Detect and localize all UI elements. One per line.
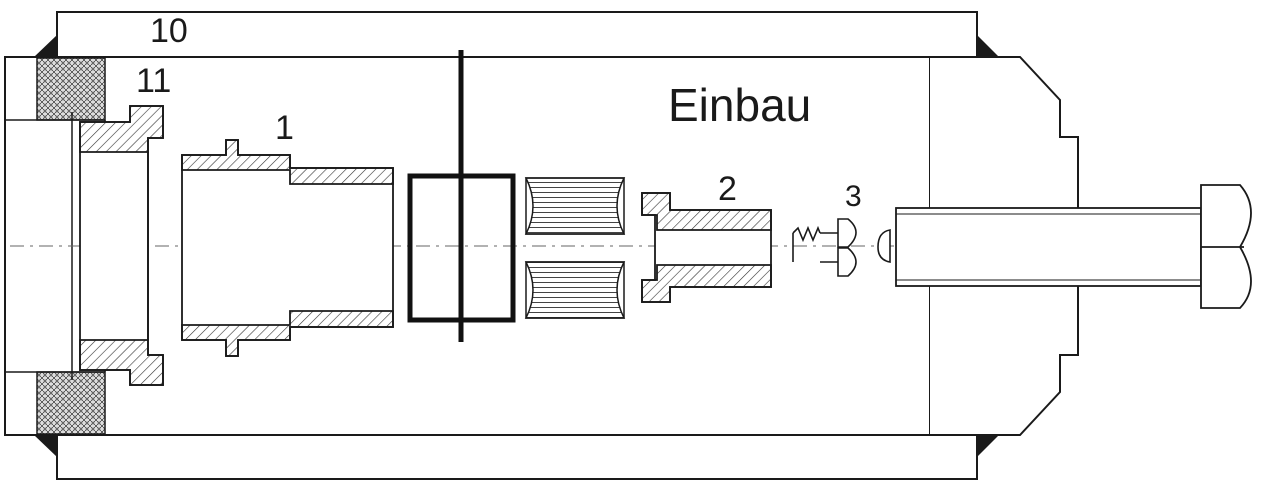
label-2: 2: [718, 170, 737, 208]
label-10: 10: [150, 12, 188, 50]
screw: [895, 184, 1252, 309]
labels: 10 11 1 2 3 Einbau: [136, 12, 862, 213]
part-3-plunger: [792, 218, 891, 277]
weld-marks: [34, 35, 999, 457]
part-11-sleeve: [79, 105, 164, 386]
ring-pieces: [524, 177, 626, 319]
label-1: 1: [275, 109, 294, 147]
seal-rings: [36, 57, 106, 435]
label-3: 3: [845, 180, 862, 213]
label-11: 11: [136, 62, 171, 100]
part-2-nut: [641, 192, 772, 303]
diagram-title: Einbau: [668, 79, 811, 131]
part-1-fitting: [181, 139, 394, 357]
holding-frame: [407, 50, 516, 342]
